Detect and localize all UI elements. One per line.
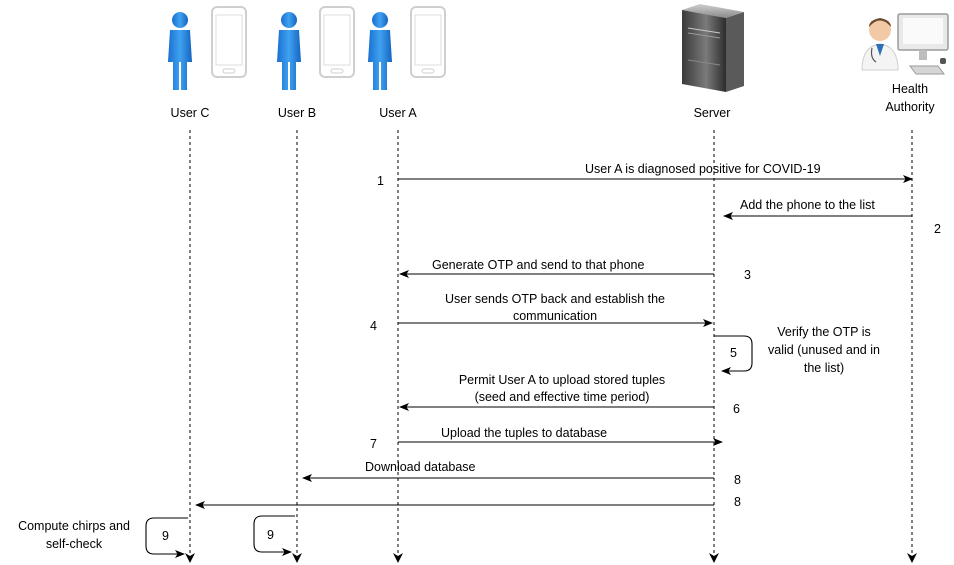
participant-label-health-authority-line2: Authority bbox=[885, 100, 935, 114]
message-5-text-line1: Verify the OTP is bbox=[777, 325, 871, 339]
lifeline-end-arrow-health-authority bbox=[907, 553, 917, 563]
message-8a-step: 8 bbox=[734, 473, 741, 487]
message-8a-text: Download database bbox=[365, 460, 476, 474]
message-3-step: 3 bbox=[744, 268, 751, 282]
message-6-text-line1: Permit User A to upload stored tuples bbox=[459, 373, 665, 387]
lifeline-end-arrow-user-a bbox=[393, 553, 403, 563]
user-b-person-icon bbox=[277, 12, 301, 90]
message-4-step: 4 bbox=[370, 319, 377, 333]
message-9a-text-line1: Compute chirps and bbox=[18, 519, 130, 533]
participant-label-user-b: User B bbox=[278, 106, 316, 120]
message-1-step: 1 bbox=[377, 174, 384, 188]
message-1-text: User A is diagnosed positive for COVID-1… bbox=[585, 162, 821, 176]
server-icon bbox=[682, 4, 744, 92]
lifeline-end-arrow-server bbox=[709, 553, 719, 563]
message-2-text: Add the phone to the list bbox=[740, 198, 875, 212]
message-7-text: Upload the tuples to database bbox=[441, 426, 607, 440]
message-5-step: 5 bbox=[730, 346, 737, 360]
message-8b-step: 8 bbox=[734, 495, 741, 509]
message-3-text: Generate OTP and send to that phone bbox=[432, 258, 644, 272]
message-7-step: 7 bbox=[370, 437, 377, 451]
message-5-text-line3: the list) bbox=[804, 361, 844, 375]
message-4-text-line1: User sends OTP back and establish the bbox=[445, 292, 665, 306]
message-9a-step: 9 bbox=[162, 529, 169, 543]
message-9a-self-loop-arrow bbox=[145, 517, 188, 558]
message-2-step: 2 bbox=[934, 222, 941, 236]
participant-label-user-c: User C bbox=[171, 106, 210, 120]
participant-label-user-a: User A bbox=[379, 106, 417, 120]
participant-label-health-authority-line1: Health bbox=[892, 82, 928, 96]
participant-label-server: Server bbox=[694, 106, 731, 120]
lifeline-end-arrow-user-c bbox=[185, 553, 195, 563]
user-a-person-icon bbox=[368, 12, 392, 90]
doctor-icon bbox=[861, 18, 899, 71]
message-4-text-line2: communication bbox=[513, 309, 597, 323]
message-6-text-line2: (seed and effective time period) bbox=[475, 390, 650, 404]
message-5-text-line2: valid (unused and in bbox=[768, 343, 880, 357]
message-6-step: 6 bbox=[733, 402, 740, 416]
lifeline-end-arrow-user-b bbox=[292, 553, 302, 563]
message-9b-self-loop-arrow bbox=[253, 515, 295, 556]
message-5-self-loop-arrow bbox=[714, 335, 753, 375]
user-a-phone-icon bbox=[410, 6, 446, 78]
user-b-phone-icon bbox=[319, 6, 355, 78]
computer-icon bbox=[897, 13, 949, 75]
message-9b-step: 9 bbox=[267, 528, 274, 542]
user-c-phone-icon bbox=[211, 6, 247, 78]
user-c-person-icon bbox=[168, 12, 192, 90]
message-9a-text-line2: self-check bbox=[46, 537, 103, 551]
